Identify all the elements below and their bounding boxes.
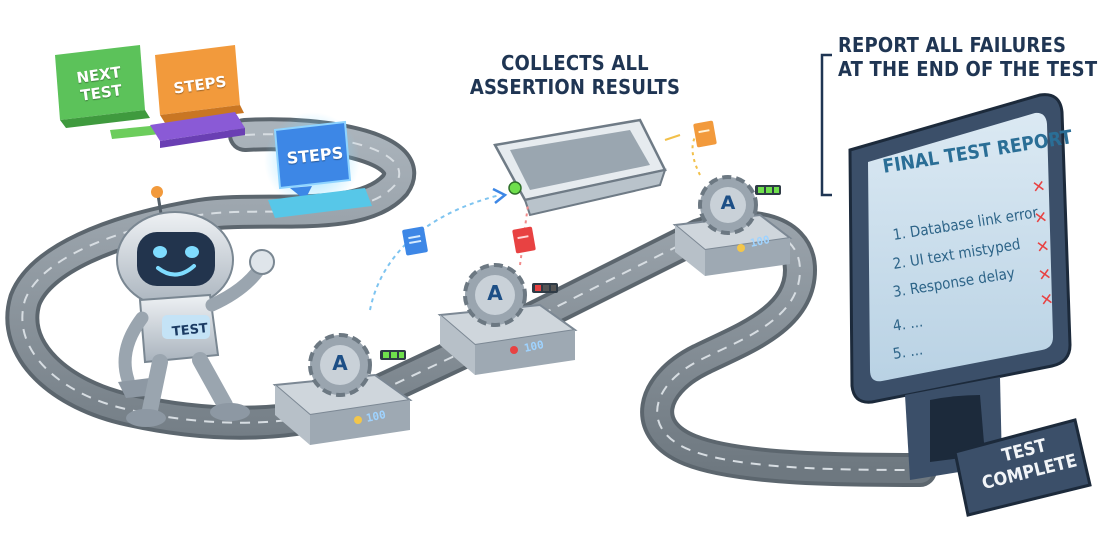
report-caption-line-2: AT THE END OF THE TEST bbox=[838, 57, 1098, 81]
next-test-block bbox=[55, 45, 150, 128]
doc-icon-blue bbox=[402, 226, 428, 256]
collect-caption-line-2: ASSERTION RESULTS bbox=[469, 75, 681, 99]
assertion-station-1 bbox=[272, 333, 413, 445]
results-tray bbox=[493, 118, 667, 217]
collect-caption: COLLECTS ALL ASSERTION RESULTS bbox=[460, 51, 690, 99]
report-caption-line-1: REPORT ALL FAILURES bbox=[838, 33, 1067, 57]
station-3-letter: A bbox=[720, 192, 736, 214]
purple-slab bbox=[150, 112, 245, 148]
collect-caption-line-1: COLLECTS ALL bbox=[501, 51, 649, 75]
fail-icon-5: ✕ bbox=[1038, 289, 1055, 310]
steps-block-back bbox=[155, 45, 244, 123]
fail-icon-3: ✕ bbox=[1034, 236, 1051, 257]
fail-icon-4: ✕ bbox=[1036, 264, 1053, 285]
assertion-station-3 bbox=[672, 175, 793, 276]
report-monitor bbox=[848, 93, 1072, 480]
report-caption: REPORT ALL FAILURES AT THE END OF THE TE… bbox=[838, 33, 1098, 81]
green-arrow bbox=[110, 116, 185, 140]
doc-icon-red bbox=[512, 226, 536, 254]
steps-block-front bbox=[264, 112, 372, 218]
station-2-letter: A bbox=[487, 281, 503, 305]
report-bracket bbox=[820, 53, 832, 197]
test-complete-plaque bbox=[953, 418, 1092, 517]
station-1-letter: A bbox=[332, 351, 348, 375]
fail-icon-1: ✕ bbox=[1030, 176, 1047, 197]
fail-icon-2: ✕ bbox=[1032, 207, 1049, 228]
assertion-station-2 bbox=[437, 263, 578, 375]
doc-icon-orange bbox=[693, 120, 717, 148]
robot bbox=[116, 186, 275, 427]
